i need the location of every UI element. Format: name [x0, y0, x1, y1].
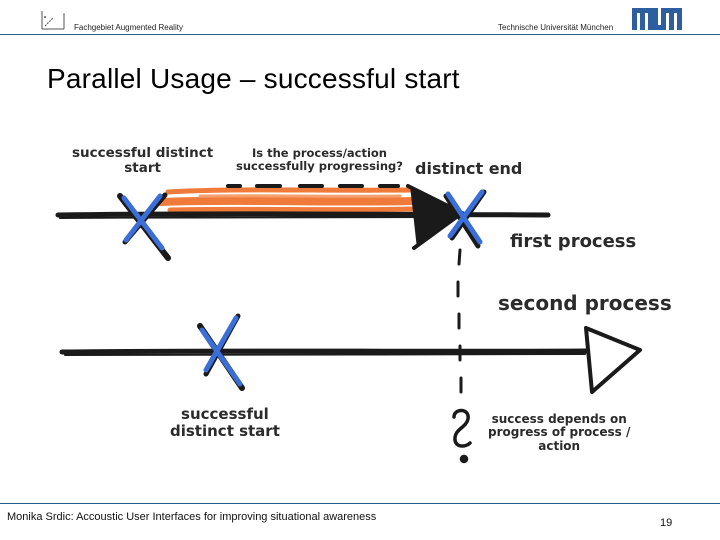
- first-process-label: first process: [510, 231, 637, 252]
- second-process-arrowhead: [584, 326, 642, 394]
- progress-question-label: Is the process/action successfully progr…: [236, 146, 403, 173]
- successful-distinct-start-top-label: successful distinct start: [72, 145, 214, 177]
- dependency-question-mark: [452, 408, 472, 464]
- university-label: Technische Universität München: [498, 23, 614, 32]
- augmented-reality-logo-icon: [41, 11, 65, 30]
- tum-logo-icon: [632, 8, 682, 30]
- department-label: Fachgebiet Augmented Reality: [74, 23, 183, 32]
- success-depends-label: success depends on progress of process /…: [488, 412, 631, 453]
- parallel-usage-diagram: [55, 184, 642, 464]
- end-cross: [443, 189, 487, 249]
- start-cross-top: [117, 192, 171, 261]
- dependency-dashed-line: [456, 248, 463, 394]
- slide-title: Parallel Usage – successful start: [47, 63, 460, 94]
- progress-streaks: [156, 187, 424, 213]
- slide-header: Fachgebiet Augmented Reality Technische …: [0, 0, 720, 36]
- page-number: 19: [660, 517, 673, 529]
- footer-author-text: Monika Srdic: Accoustic User Interfaces …: [7, 511, 377, 523]
- start-cross-bottom: [197, 313, 245, 391]
- header-divider: [0, 34, 720, 35]
- successful-distinct-start-bottom-label: successful distinct start: [170, 405, 280, 440]
- footer-divider: [0, 503, 720, 504]
- distinct-end-label: distinct end: [415, 159, 523, 178]
- second-process-label: second process: [498, 291, 672, 315]
- second-process-line: [59, 348, 589, 356]
